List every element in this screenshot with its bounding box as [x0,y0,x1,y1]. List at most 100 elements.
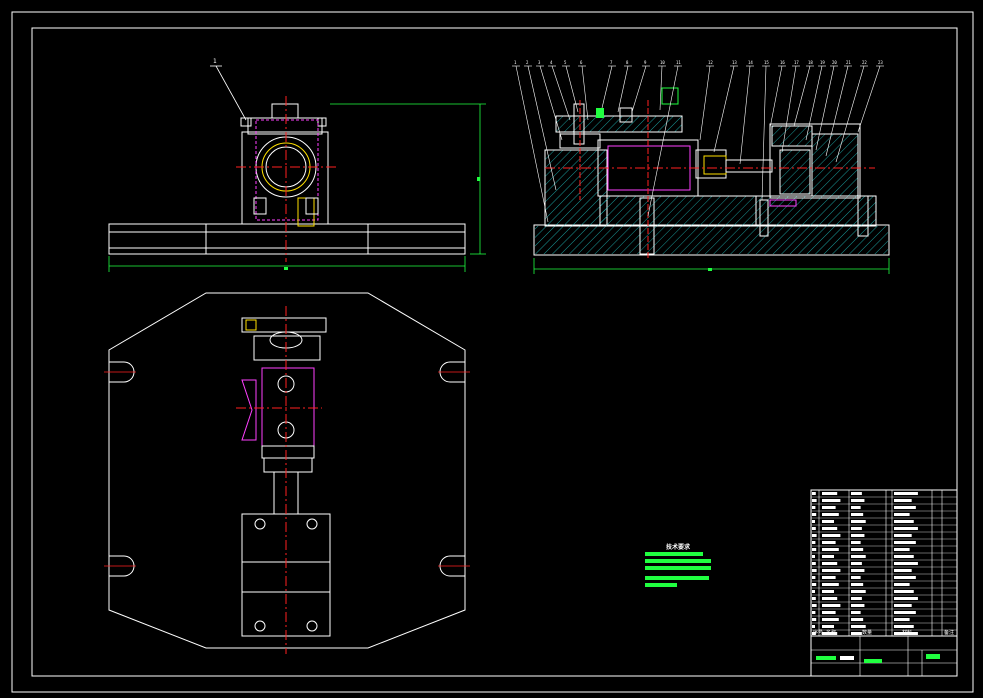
section-balloon-label: 17 [794,60,799,65]
parts-list-cell-text [822,499,841,502]
technical-notes-title: 技术要求 [666,543,691,551]
side-view: 1 [108,58,486,272]
parts-list-cell-text [822,632,838,635]
parts-list-cell-text [822,555,834,558]
parts-list-cell-text [812,632,816,635]
footer-header-2: 名称 [826,629,836,636]
inner-border [31,27,958,677]
parts-list-cell-text [851,548,864,551]
parts-list-cell-text [822,520,834,523]
section-balloon-label: 12 [708,60,713,65]
side-body-block [241,131,329,225]
parts-list-cell-text [812,604,817,607]
parts-list-cell-text [894,583,910,586]
parts-list-cell-text [822,562,838,565]
parts-list-cell-text [822,527,838,530]
parts-list-cell-text [894,604,912,607]
parts-list-cell-text [822,611,836,614]
parts-list-cell-text [822,604,841,607]
parts-list-cell-text [894,576,916,579]
parts-list-cell-text [894,632,918,635]
parts-list-cell-text [812,562,816,565]
section-balloon-label: 8 [626,60,629,65]
parts-list-cell-text [822,597,838,600]
title-block: 序号 名称 数量 材料 备注 [810,489,958,677]
parts-list-cell-text [894,513,910,516]
note-line-1 [645,552,703,556]
parts-list-cell-text [851,604,865,607]
section-balloon-label: 4 [550,60,553,65]
parts-list-cell-text [894,625,914,628]
section-balloon-label: 18 [808,60,813,65]
parts-list-cell-text [894,611,916,614]
parts-list-cell-text [812,576,816,579]
parts-list-cell-text [812,534,817,537]
parts-list-cell-text [851,499,865,502]
parts-list-cell-text [851,583,864,586]
parts-list-cell-text [894,541,916,544]
footer-header-4: 材料 [902,629,912,636]
footer-header-5: 备注 [944,629,954,636]
parts-list-cell-text [894,520,914,523]
parts-list-cell-text [822,548,839,551]
parts-list-cell-text [812,541,816,544]
parts-list-cell-text [851,520,866,523]
note-line-2 [645,559,711,563]
section-balloon-label: 14 [748,60,753,65]
section-balloon-label: 22 [862,60,867,65]
parts-list-cell-text [812,590,815,593]
parts-list-cell-text [851,611,861,614]
parts-list-cell-text [851,562,862,565]
section-balloon-label: 2 [526,60,529,65]
top-view-plate-outline [108,292,466,649]
parts-list-cell-text [851,569,865,572]
parts-list-cell-text [851,541,861,544]
section-balloon-label: 5 [564,60,567,65]
parts-list-cell-text [851,625,866,628]
section-balloon-label: 23 [878,60,883,65]
parts-list-cell-text [851,534,865,537]
section-balloon-label: 6 [580,60,583,65]
parts-list-cell-text [812,625,815,628]
parts-list-cell-text [822,590,834,593]
parts-list-cell-text [812,520,815,523]
section-balloon-label: 1 [514,60,517,65]
parts-list-cell-text [851,513,864,516]
parts-list-cell-text [822,625,834,628]
section-balloon-label: 11 [676,60,681,65]
parts-list-cell-text [894,590,914,593]
parts-list-cell-text [812,492,816,495]
parts-list-cell-text [812,548,817,551]
footer-header-1: 序号 [813,629,823,636]
technical-notes: 技术要求 [645,543,711,587]
section-balloon-label: 13 [732,60,737,65]
parts-list-cell-text [822,618,839,621]
parts-list-cell-text [894,562,918,565]
parts-list-cell-text [812,569,817,572]
section-balloon-label: 15 [764,60,769,65]
footer-header-3: 数量 [862,629,872,636]
section-balloon-label: 20 [832,60,837,65]
parts-list-cell-text [851,492,862,495]
parts-list-cell-text [851,576,861,579]
parts-list-cell-text [822,506,836,509]
parts-list-cell-text [822,534,841,537]
parts-list-cell-text [822,513,839,516]
parts-list-cell-text [894,569,912,572]
note-line-3 [645,566,711,570]
parts-list-cell-text [851,618,864,621]
side-base-plate [108,223,466,255]
parts-list-cell-text [851,632,862,635]
parts-list-cell-text [822,576,836,579]
parts-list-cell-text [894,506,916,509]
outer-border [11,11,974,693]
parts-list-cell-text [894,618,910,621]
note-line-5 [645,583,677,587]
parts-list-cell-text [851,597,862,600]
section-balloon-label: 21 [846,60,851,65]
parts-list-cell-text [894,492,918,495]
parts-list-cell-text [822,583,839,586]
parts-list-cell-text [812,611,816,614]
